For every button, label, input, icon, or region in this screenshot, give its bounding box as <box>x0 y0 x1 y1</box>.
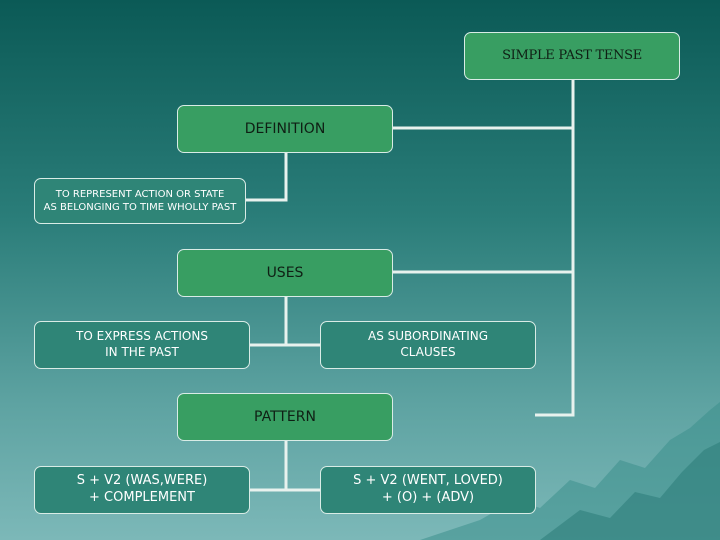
connector-definition-text <box>246 152 288 202</box>
pattern-right-line-2: + (O) + (ADV) <box>381 490 475 505</box>
definition-text-line-2: AS BELONGING TO TIME WHOLLY PAST <box>43 202 237 213</box>
pattern-left-node: S + V2 (WAS,WERE) + COMPLEMENT <box>34 466 250 514</box>
uses-right-line-2: CLAUSES <box>400 345 456 359</box>
connector-title-trunk <box>535 78 575 417</box>
connector-uses-children <box>250 296 288 347</box>
uses-left-line-1: TO EXPRESS ACTIONS <box>76 329 208 344</box>
pattern-heading: PATTERN <box>254 408 316 425</box>
uses-right-node: AS SUBORDINATING CLAUSES <box>320 321 536 369</box>
mountain-decoration <box>420 402 720 540</box>
pattern-left-line-2: + COMPLEMENT <box>89 490 195 505</box>
definition-node: DEFINITION <box>177 105 393 153</box>
title-node: SIMPLE PAST TENSE <box>464 32 680 80</box>
pattern-node: PATTERN <box>177 393 393 441</box>
uses-heading: USES <box>266 264 304 281</box>
uses-right-line-1: AS SUBORDINATING <box>367 329 489 344</box>
uses-node: USES <box>177 249 393 297</box>
definition-text-node: TO REPRESENT ACTION OR STATE AS BELONGIN… <box>34 178 246 224</box>
uses-left-node: TO EXPRESS ACTIONS IN THE PAST <box>34 321 250 369</box>
pattern-right-node: S + V2 (WENT, LOVED) + (O) + (ADV) <box>320 466 536 514</box>
pattern-left-line-1: S + V2 (WAS,WERE) <box>76 473 208 489</box>
definition-text-line-1: TO REPRESENT ACTION OR STATE <box>55 189 225 200</box>
pattern-right-line-1: S + V2 (WENT, LOVED) <box>353 473 503 489</box>
connector-pattern-children <box>250 441 288 492</box>
uses-left-line-2: IN THE PAST <box>105 345 179 359</box>
definition-heading: DEFINITION <box>244 120 326 137</box>
title-label: SIMPLE PAST TENSE <box>502 47 642 63</box>
